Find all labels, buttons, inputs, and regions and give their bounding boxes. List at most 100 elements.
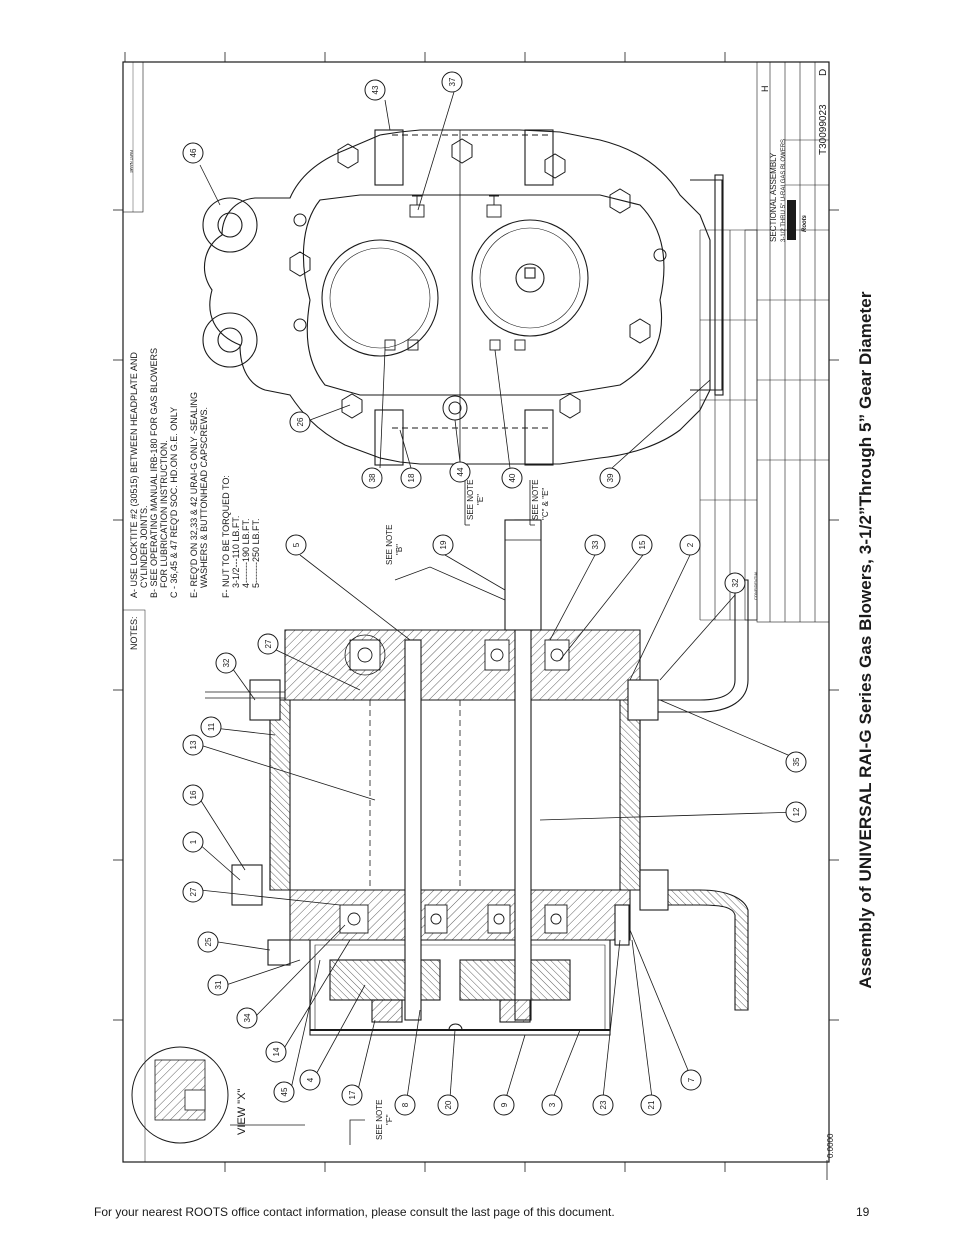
svg-text:4: 4 bbox=[306, 1077, 315, 1082]
callout-37: 37 bbox=[441, 71, 463, 93]
svg-text:19: 19 bbox=[439, 540, 448, 549]
svg-text:32: 32 bbox=[222, 658, 231, 667]
svg-text:17: 17 bbox=[348, 1090, 357, 1099]
svg-text:7: 7 bbox=[687, 1077, 696, 1082]
callout-39: 39 bbox=[599, 467, 621, 489]
callout-32-left: 32 bbox=[215, 652, 237, 674]
title-block bbox=[699, 61, 830, 623]
callout-21: 21 bbox=[640, 1094, 662, 1116]
leader-lines bbox=[197, 91, 799, 1099]
svg-text:31: 31 bbox=[214, 980, 223, 989]
part-name-label: PART NAME bbox=[129, 150, 134, 173]
svg-text:23: 23 bbox=[599, 1100, 608, 1109]
callout-4: 4 bbox=[299, 1069, 321, 1091]
svg-text:20: 20 bbox=[444, 1100, 453, 1109]
svg-text:27: 27 bbox=[189, 887, 198, 896]
page-number: 19 bbox=[856, 1205, 870, 1219]
callout-40: 40 bbox=[501, 467, 523, 489]
drawing-number: T30099023 bbox=[818, 104, 829, 155]
svg-text:12: 12 bbox=[792, 807, 801, 816]
callout-34: 34 bbox=[236, 1007, 258, 1029]
callout-8: 8 bbox=[394, 1094, 416, 1116]
callout-2: 2 bbox=[679, 534, 701, 556]
note-line-8: WASHERS & BUTTONHEAD CAPSCREWS. bbox=[199, 407, 209, 588]
callout-38: 38 bbox=[361, 467, 383, 489]
callout-43: 43 bbox=[364, 79, 386, 101]
svg-text:11: 11 bbox=[207, 722, 216, 731]
see-note-f-value: "F" bbox=[385, 1114, 394, 1125]
callout-46: 46 bbox=[182, 142, 204, 164]
callout-31: 31 bbox=[207, 974, 229, 996]
svg-text:9: 9 bbox=[500, 1102, 509, 1107]
drawing-title: SECTIONAL ASSEMBLY bbox=[769, 152, 778, 242]
svg-text:14: 14 bbox=[272, 1047, 281, 1056]
svg-text:5: 5 bbox=[292, 542, 301, 547]
callout-45: 45 bbox=[273, 1081, 295, 1103]
svg-text:43: 43 bbox=[371, 85, 380, 94]
callout-23: 23 bbox=[592, 1094, 614, 1116]
svg-text:40: 40 bbox=[508, 473, 517, 482]
svg-text:3: 3 bbox=[548, 1102, 557, 1107]
svg-text:27: 27 bbox=[264, 639, 273, 648]
svg-text:33: 33 bbox=[591, 540, 600, 549]
callout-3: 3 bbox=[541, 1094, 563, 1116]
note-line-7: E- REQ'D ON 32,33 & 42 URAI-G ONLY -SEAL… bbox=[189, 392, 199, 598]
callout-17: 17 bbox=[341, 1084, 363, 1106]
notes-block: NOTES: A- USE LOCKTITE #2 (30515) BETWEE… bbox=[129, 348, 261, 650]
callout-27-bottom: 27 bbox=[182, 881, 204, 903]
see-note-e-label: SEE NOTE bbox=[466, 480, 475, 520]
svg-text:38: 38 bbox=[368, 473, 377, 482]
see-note-labels: SEE NOTE "E" SEE NOTE "C" & "E" SEE NOTE… bbox=[375, 480, 550, 1140]
sheet-letter: H bbox=[760, 86, 770, 93]
callout-12: 12 bbox=[785, 801, 807, 823]
callout-27-top: 27 bbox=[257, 633, 279, 655]
callout-9: 9 bbox=[493, 1094, 515, 1116]
svg-text:13: 13 bbox=[189, 740, 198, 749]
callout-7: 7 bbox=[680, 1069, 702, 1091]
section-view bbox=[205, 519, 749, 1036]
confidential-label: CONFIDENTIAL bbox=[753, 570, 758, 600]
svg-text:26: 26 bbox=[296, 417, 305, 426]
note-line-2: CYLINDER JOINTS. bbox=[139, 505, 149, 588]
callout-14: 14 bbox=[265, 1041, 287, 1063]
view-x-detail bbox=[131, 1046, 305, 1144]
note-line-4: FOR LUBRICATION INSTRUCTION. bbox=[159, 440, 169, 588]
svg-text:35: 35 bbox=[792, 757, 801, 766]
company-logo bbox=[787, 200, 796, 240]
callout-20: 20 bbox=[437, 1094, 459, 1116]
footer-contact-note: For your nearest ROOTS office contact in… bbox=[94, 1205, 615, 1219]
svg-text:37: 37 bbox=[448, 77, 457, 86]
callout-1: 1 bbox=[182, 831, 204, 853]
see-note-f-label: SEE NOTE bbox=[375, 1100, 384, 1140]
note-line-11: 3-1/2---110 LB.FT. bbox=[231, 516, 241, 588]
svg-text:32: 32 bbox=[731, 578, 740, 587]
callout-44: 44 bbox=[449, 461, 471, 483]
callout-13: 13 bbox=[182, 734, 204, 756]
callout-26: 26 bbox=[289, 411, 311, 433]
title-block-text: SECTIONAL ASSEMBLY 3-1/2 THRU 5" U-RAI G… bbox=[753, 69, 829, 600]
see-note-b-value: "B" bbox=[395, 544, 404, 555]
see-note-ce-label: SEE NOTE bbox=[531, 480, 540, 520]
svg-text:2: 2 bbox=[686, 542, 695, 547]
svg-text:18: 18 bbox=[407, 473, 416, 482]
callout-5: 5 bbox=[285, 534, 307, 556]
view-x-label: VIEW "X" bbox=[236, 1089, 248, 1135]
callout-balloons: 46 43 37 26 38 18 44 40 39 5 19 33 15 2 … bbox=[182, 71, 807, 1116]
svg-text:45: 45 bbox=[280, 1087, 289, 1096]
callout-15: 15 bbox=[631, 534, 653, 556]
svg-text:44: 44 bbox=[456, 467, 465, 476]
callout-25: 25 bbox=[197, 931, 219, 953]
note-line-12: 4-------190 LB.FT. bbox=[241, 518, 251, 588]
svg-text:16: 16 bbox=[189, 790, 198, 799]
callout-19: 19 bbox=[432, 534, 454, 556]
notes-heading: NOTES: bbox=[129, 616, 139, 650]
end-view bbox=[202, 129, 724, 470]
svg-text:8: 8 bbox=[401, 1102, 410, 1107]
note-line-10: F- NUT TO BE TORQUED TO: bbox=[221, 475, 231, 598]
svg-text:15: 15 bbox=[638, 540, 647, 549]
callout-35: 35 bbox=[785, 751, 807, 773]
svg-text:46: 46 bbox=[189, 148, 198, 157]
note-line-3: B- SEE OPERATING MANUAL IRB-180 FOR GAS … bbox=[149, 348, 159, 598]
svg-text:39: 39 bbox=[606, 473, 615, 482]
